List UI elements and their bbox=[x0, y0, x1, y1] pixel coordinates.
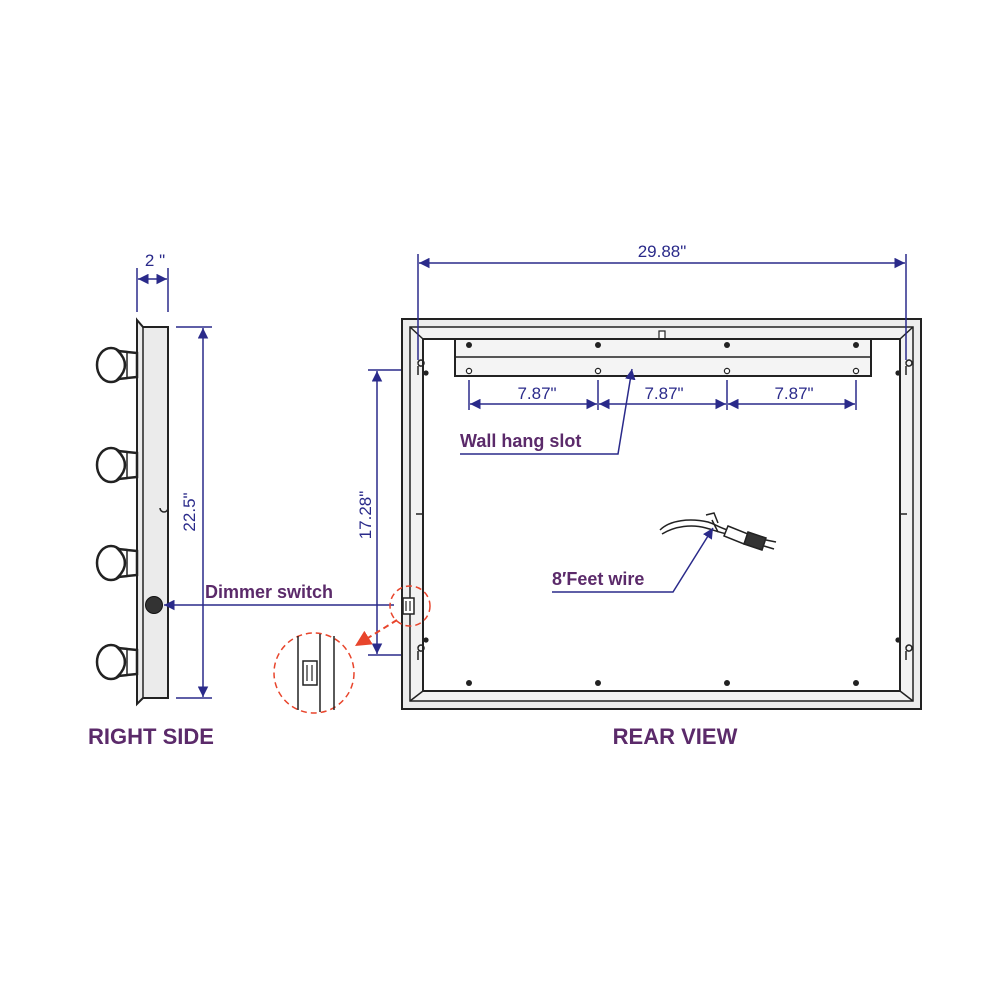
wall-hang-slot-label: Wall hang slot bbox=[460, 431, 581, 451]
power-cord-icon bbox=[659, 512, 777, 551]
bulb-3 bbox=[95, 544, 139, 582]
bulb-4 bbox=[95, 643, 139, 681]
dimmer-highlight-circle bbox=[389, 585, 431, 627]
dimmer-switch-icon bbox=[402, 597, 415, 615]
switch-height-label: 17.28" bbox=[356, 491, 375, 540]
dimmer-switch-label: Dimmer switch bbox=[205, 582, 333, 602]
bulb-1 bbox=[95, 346, 139, 384]
screw-dots bbox=[423, 342, 901, 686]
side-notch bbox=[159, 507, 169, 513]
slot-spacing-label-3: 7.87" bbox=[774, 384, 813, 403]
right-side-title: RIGHT SIDE bbox=[88, 724, 214, 749]
side-height-label: 22.5" bbox=[180, 492, 199, 531]
slot-spacing-label-2: 7.87" bbox=[644, 384, 683, 403]
side-width-label: 2 " bbox=[145, 251, 165, 270]
rear-width-label: 29.88" bbox=[638, 242, 687, 261]
wall-hang-slot-leader bbox=[460, 368, 636, 455]
feet-wire-label: 8′Feet wire bbox=[552, 569, 644, 589]
dimmer-detail-magnified bbox=[273, 632, 355, 714]
rear-panel bbox=[422, 338, 901, 692]
rear-view-title: REAR VIEW bbox=[613, 724, 738, 749]
slot-holes bbox=[465, 367, 860, 375]
keyhole-hanger-icon bbox=[417, 359, 913, 660]
dimmer-knob bbox=[145, 596, 163, 614]
right-side-view: 2 " 22.5" Dimmer switch 17.28" RIGHT SID… bbox=[88, 251, 410, 749]
rear-view: 29.88" 7.87" 7.87" 7.87" Wall hang slot … bbox=[273, 242, 922, 749]
detail-pointer-arrow bbox=[354, 619, 398, 647]
bulb-2 bbox=[95, 446, 139, 484]
feet-wire-leader bbox=[552, 527, 714, 593]
slot-spacing-label-1: 7.87" bbox=[517, 384, 556, 403]
